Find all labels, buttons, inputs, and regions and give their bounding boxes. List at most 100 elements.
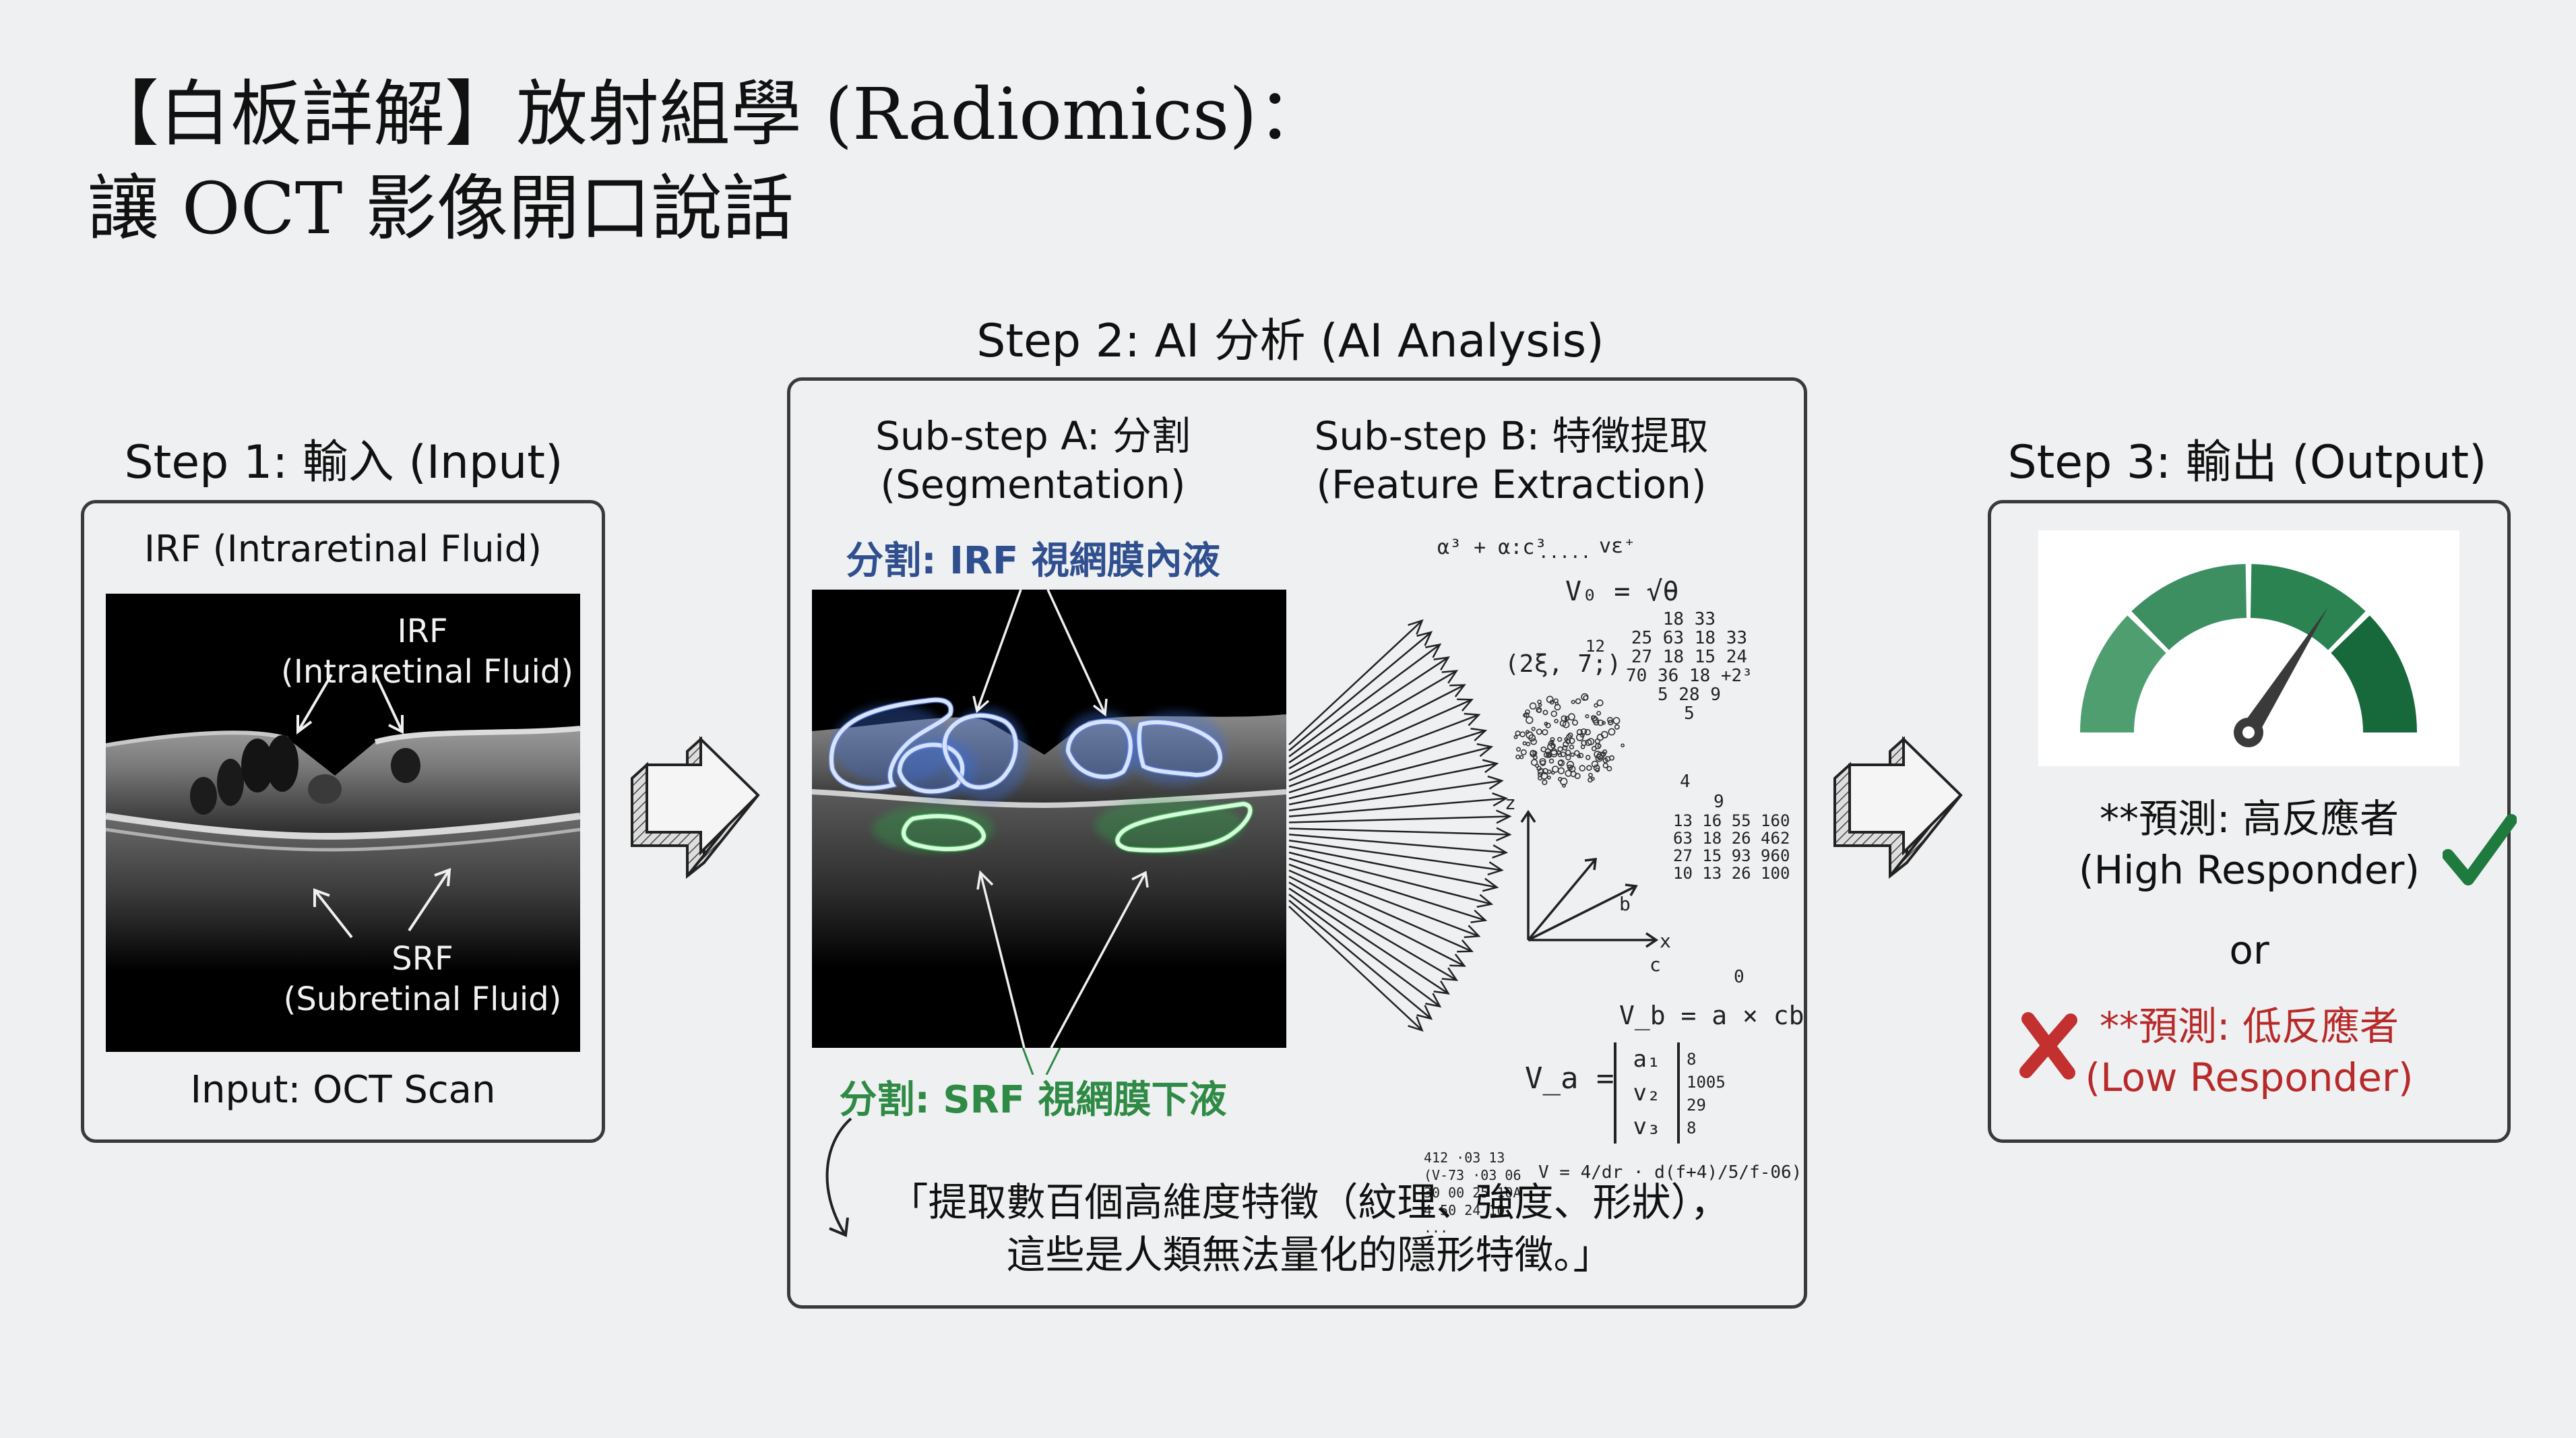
checkmark-icon	[2443, 814, 2517, 885]
page-title: 【白板詳解】放射組學 (Radiomics)： 讓 OCT 影像開口說話	[88, 67, 1329, 256]
texture-dot	[1516, 747, 1521, 752]
math-axis-x: x	[1660, 930, 1671, 952]
feature-table-2-row: 13 16 55 160	[1673, 811, 1790, 830]
oct-scan-graphic	[106, 673, 580, 971]
texture-dot	[1591, 715, 1596, 720]
prediction-high-line1: **預測: 高反應者	[2100, 796, 2399, 842]
feature-table-3-row: (V-73 ·03 06	[1424, 1167, 1521, 1183]
texture-dot	[1550, 737, 1555, 742]
feature-arrow	[1288, 887, 1450, 995]
math-dots: .....	[1538, 542, 1592, 563]
texture-cluster-graphic	[1513, 693, 1625, 788]
texture-dot	[1523, 712, 1530, 718]
texture-dot	[1565, 770, 1572, 777]
substep-a-heading: Sub-step A: 分割 (Segmentation)	[817, 412, 1249, 509]
texture-dot	[1526, 716, 1534, 724]
texture-dot	[1585, 714, 1590, 719]
texture-dot	[1579, 765, 1586, 772]
texture-dot	[1567, 732, 1573, 739]
texture-dot	[1585, 739, 1592, 747]
texture-dot	[1554, 704, 1561, 711]
texture-dot	[1542, 768, 1548, 775]
texture-dot	[1578, 753, 1584, 758]
texture-dot	[1606, 716, 1613, 723]
feature-arrow	[1288, 684, 1466, 776]
segmentation-srf-label: 分割: SRF 視網膜下液	[839, 1078, 1227, 1122]
texture-dot	[1592, 716, 1599, 724]
feature-arrow	[1288, 900, 1433, 1020]
feature-arrow	[1288, 827, 1512, 842]
math-expr-2: vε⁺	[1599, 534, 1636, 558]
feature-arrow	[1288, 712, 1481, 788]
gauge-needle	[2240, 607, 2328, 738]
feature-table-1-row: 5	[1684, 704, 1695, 724]
feature-arrow	[1288, 743, 1494, 800]
texture-dot	[1571, 699, 1575, 704]
feature-arrow	[1288, 809, 1512, 824]
feature-quote-line2: 這些是人類無法量化的隱形特徵。」	[1006, 1232, 1612, 1278]
step3-panel: **預測: 高反應者 (High Responder) or **預測: 低反應…	[1988, 500, 2517, 1143]
math-side-notes: 8 1005 29 8	[1687, 1048, 1726, 1139]
math-note-8a: 8	[1687, 1050, 1697, 1069]
texture-dot	[1586, 765, 1592, 771]
texture-dot	[1588, 777, 1593, 783]
step1-panel: IRF (Intraretinal Fluid)	[81, 500, 605, 1143]
feature-arrow	[1288, 894, 1442, 1008]
feature-arrow	[1288, 857, 1488, 924]
feature-arrow	[1288, 863, 1481, 939]
texture-dot	[1602, 757, 1608, 763]
prediction-low: **預測: 低反應者 (Low Responder)	[1991, 1001, 2507, 1103]
gauge-divider	[2127, 611, 2170, 654]
feature-arrow	[1288, 656, 1450, 763]
feature-arrow	[1288, 845, 1499, 892]
flow-arrow-right-icon-2	[1833, 736, 1963, 879]
texture-dot	[1570, 752, 1575, 757]
feature-table-3-row: 4 50 24 10	[1424, 1202, 1505, 1218]
substep-b-line2: (Feature Extraction)	[1316, 462, 1707, 507]
texture-dot	[1574, 773, 1581, 780]
oct-irf-label-line1: IRF	[397, 613, 448, 650]
feature-arrow	[1288, 881, 1459, 981]
texture-dot	[1580, 728, 1588, 735]
texture-dot	[1542, 710, 1548, 716]
texture-dot	[1581, 693, 1589, 701]
substep-a-line2: (Segmentation)	[880, 462, 1186, 507]
texture-dot	[1513, 734, 1518, 739]
texture-dot	[1608, 728, 1616, 736]
math-note-b: b	[1619, 893, 1631, 915]
feature-arrow	[1288, 698, 1474, 782]
gauge-segment	[2250, 564, 2366, 650]
step2-panel: Sub-step A: 分割 (Segmentation) Sub-step B…	[787, 377, 1807, 1309]
texture-dot	[1593, 764, 1600, 772]
texture-dot	[1562, 720, 1570, 728]
texture-dot	[1540, 772, 1548, 780]
texture-dot	[1573, 750, 1580, 756]
feature-arrow	[1288, 851, 1494, 908]
texture-dot	[1525, 709, 1530, 715]
math-note-0: 0	[1734, 967, 1745, 987]
texture-dot	[1597, 719, 1604, 726]
texture-dot	[1531, 726, 1536, 731]
texture-dot	[1529, 702, 1537, 710]
texture-dot	[1564, 716, 1570, 722]
texture-dot	[1566, 761, 1575, 769]
texture-dot	[1550, 743, 1556, 749]
substep-b-heading: Sub-step B: 特徵提取 (Feature Extraction)	[1262, 412, 1761, 509]
texture-dot	[1565, 749, 1571, 755]
step2-heading: Step 2: AI 分析 (AI Analysis)	[976, 315, 1604, 368]
texture-dot	[1543, 751, 1550, 758]
texture-dot	[1557, 767, 1565, 774]
texture-dot	[1546, 776, 1551, 780]
texture-dot	[1602, 720, 1606, 725]
texture-dot	[1596, 710, 1602, 716]
srf-pointer-lines	[1022, 1048, 1061, 1075]
math-matrix-entry: a₁	[1633, 1046, 1661, 1073]
prediction-high: **預測: 高反應者 (High Responder)	[1991, 793, 2507, 896]
texture-dot	[1608, 755, 1614, 761]
vector-axes-graphic	[1520, 809, 1659, 948]
texture-dot	[1542, 729, 1548, 736]
gauge-hub-hole	[2242, 726, 2255, 739]
texture-dot	[1530, 759, 1538, 766]
feature-table-2-row: 10 13 26 100	[1673, 864, 1790, 883]
